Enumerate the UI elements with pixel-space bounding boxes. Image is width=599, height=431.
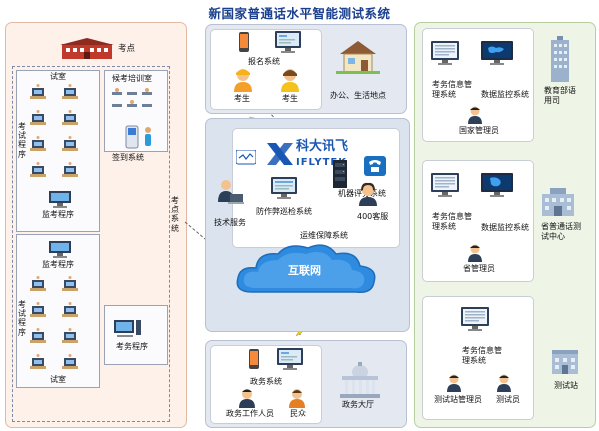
checkin-kiosk-icon (125, 125, 151, 149)
signup-computer-icon (275, 31, 301, 53)
checkin-system-label: 签到系统 (112, 153, 144, 162)
station-label: 测试站 (554, 381, 578, 390)
station-admin-label: 测试站管理员 (434, 395, 482, 404)
exam-workstations-lower (30, 276, 78, 369)
customer-service-agent-avatar (359, 182, 377, 206)
signup-tile (210, 29, 322, 110)
government-tile (210, 345, 322, 424)
school-building-icon (60, 38, 114, 59)
monitor-program-label-lower: 监考程序 (42, 260, 74, 269)
gov-staff-avatar (239, 389, 255, 408)
citizen-avatar (289, 389, 305, 408)
customer-service-phone-icon (364, 156, 386, 176)
tester-label: 测试员 (496, 395, 520, 404)
examinee-avatar-1 (234, 69, 252, 92)
gov-staff-label: 政务工作人员 (226, 409, 274, 418)
examinee-label-1: 考生 (234, 94, 250, 103)
internet-label: 互联网 (288, 264, 321, 277)
house-icon (336, 41, 380, 74)
monitor-program-label-upper: 监考程序 (42, 210, 74, 219)
station-admin-avatar (447, 374, 461, 392)
office-life-label: 办公、生活地点 (330, 91, 386, 100)
internet-cloud-icon (236, 244, 376, 294)
signup-system-label: 报名系统 (248, 57, 280, 66)
ministry-label: 教育部语用司 (544, 86, 576, 105)
examinee-label-2: 考生 (282, 94, 298, 103)
waiting-seats (112, 88, 152, 107)
national-admin-label: 国家管理员 (459, 126, 499, 135)
iflytek-logo (267, 143, 293, 165)
tech-service-label: 技术服务 (214, 218, 246, 227)
exam-workstations-upper (30, 84, 78, 177)
station-building-icon (552, 350, 578, 374)
anti-cheat-label: 防作弊巡检系统 (256, 207, 312, 216)
gov-system-label: 政务系统 (250, 377, 282, 386)
exam-room-lower (16, 234, 100, 388)
ministry-monitor-screen-icon (481, 41, 513, 65)
national-admin-avatar (468, 106, 482, 124)
gov-hall-building-icon (340, 362, 380, 398)
province-admin-label: 省管理员 (463, 264, 495, 273)
tester-avatar (497, 374, 511, 392)
province-label: 省普通话测试中心 (541, 222, 581, 241)
exam-site-system-label: 考点系统 (171, 196, 179, 233)
waiting-room-label: 候考培训室 (112, 74, 152, 83)
brand-name-cn: 科大讯飞 (296, 139, 349, 154)
service-400-label: 400客服 (357, 212, 389, 221)
gov-computer-icon (277, 348, 303, 370)
ops-system-label: 运维保障系统 (300, 231, 348, 240)
monitor-computer-icon-lower (49, 241, 71, 258)
examinee-avatar-2 (281, 69, 299, 92)
province-mgmt-computer-icon (431, 173, 459, 197)
gov-phone-icon (249, 349, 259, 369)
province-monitor-label: 数据监控系统 (481, 223, 529, 232)
exam-site-label: 考点 (118, 44, 136, 54)
exam-affairs-computer-icon (114, 320, 141, 337)
monitor-screen-icon (236, 150, 256, 165)
page-title: 新国家普通话水平智能测试系统 (208, 6, 391, 21)
server-rack-icon (333, 160, 347, 188)
exam-room-label-upper: 试室 (50, 72, 66, 81)
tech-service-staff-icon (218, 180, 244, 204)
province-admin-avatar (468, 244, 482, 262)
exam-program-label-lower: 考试程序 (18, 300, 26, 337)
anti-cheat-computer-icon (271, 177, 297, 199)
monitor-computer-icon-upper (49, 191, 71, 208)
exam-building-outline (12, 66, 170, 422)
phone-icon (239, 32, 249, 52)
station-mgmt-label: 考务信息管理系统 (462, 346, 502, 365)
gov-hall-label: 政务大厅 (342, 400, 374, 409)
exam-affairs-program-label: 考务程序 (116, 342, 148, 351)
province-mgmt-label: 考务信息管理系统 (432, 212, 472, 231)
citizen-label: 民众 (290, 409, 306, 418)
province-building-icon (542, 188, 574, 216)
ministry-mgmt-computer-icon (431, 41, 459, 65)
machine-eval-label: 机器评分系统 (338, 189, 386, 198)
exam-room-label-lower: 试室 (50, 375, 66, 384)
province-monitor-screen-icon (481, 173, 513, 197)
exam-program-label-upper: 考试程序 (18, 122, 26, 159)
ministry-mgmt-label: 考务信息管理系统 (432, 80, 472, 99)
ministry-building-icon (551, 36, 569, 82)
ministry-monitor-label: 数据监控系统 (481, 90, 529, 99)
station-mgmt-computer-icon (461, 307, 489, 331)
brand-name-en: IFLYTEK (296, 157, 348, 168)
